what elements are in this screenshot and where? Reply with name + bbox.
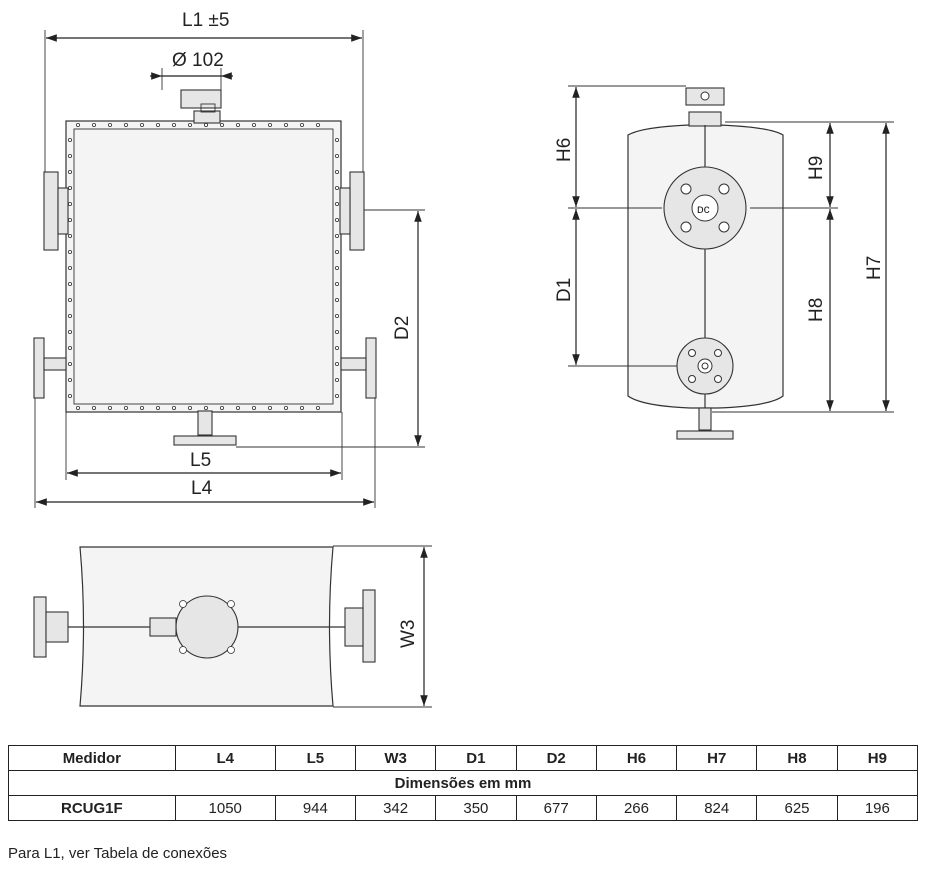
table-cell: 944 — [274, 795, 356, 821]
h7-label: H7 — [864, 256, 885, 280]
top-left-flange — [33, 596, 47, 658]
d2-label: D2 — [392, 316, 413, 340]
table-header-cell: D2 — [515, 745, 597, 771]
front-view: L1 ±5 Ø 102 L5 L4 D2 — [33, 10, 425, 508]
h9-label: H9 — [806, 156, 827, 180]
d1-label: D1 — [554, 278, 575, 302]
side-bottom-flange — [676, 430, 734, 440]
table-header-cell: H6 — [595, 745, 678, 771]
h8-label: H8 — [806, 298, 827, 322]
table-header-cell: H8 — [756, 745, 838, 771]
right-upper-flange — [349, 171, 365, 251]
footnote: Para L1, ver Tabela de conexões — [8, 845, 228, 862]
h6-label: H6 — [554, 138, 575, 162]
table-subheader-row: Dimensões em mm — [8, 770, 918, 796]
table-subheader: Dimensões em mm — [8, 770, 918, 796]
w3-label: W3 — [398, 620, 419, 649]
table-cell: 196 — [836, 795, 919, 821]
front-body — [65, 120, 342, 413]
table-header-cell: W3 — [354, 745, 437, 771]
table-cell: 677 — [515, 795, 597, 821]
table-cell: 625 — [756, 795, 838, 821]
right-lower-flange — [365, 337, 377, 399]
table-cell-model: RCUG1F — [8, 795, 176, 821]
table-header-cell: L5 — [274, 745, 356, 771]
table-cell: 350 — [435, 795, 517, 821]
l4-label: L4 — [191, 478, 213, 499]
table-cell: 342 — [354, 795, 437, 821]
table-cell: 1050 — [174, 795, 276, 821]
top-nozzle — [193, 110, 221, 124]
table-header-cell: H9 — [836, 745, 919, 771]
table-row: RCUG1F 1050 944 342 350 677 266 824 625 … — [8, 795, 919, 821]
l5-label: L5 — [190, 450, 211, 471]
table-header-cell: H7 — [676, 745, 758, 771]
table-header-cell: Medidor — [8, 745, 176, 771]
bottom-drain — [197, 410, 213, 436]
table-header-row: Medidor L4 L5 W3 D1 D2 H6 H7 H8 H9 — [8, 745, 919, 771]
diameter-label: Ø 102 — [172, 50, 224, 71]
bottom-flange — [173, 435, 237, 446]
dimensions-table: Medidor L4 L5 W3 D1 D2 H6 H7 H8 H9 Dimen… — [8, 745, 919, 821]
left-upper-flange — [43, 171, 59, 251]
table-header-cell: D1 — [435, 745, 517, 771]
side-view: ᴅc H6 D1 H9 H8 H7 — [554, 85, 894, 440]
table-cell: 824 — [676, 795, 758, 821]
left-lower-flange — [33, 337, 45, 399]
l1-label: L1 ±5 — [182, 10, 229, 31]
technical-drawing: L1 ±5 Ø 102 L5 L4 D2 ᴅc — [33, 10, 894, 708]
table-cell: 266 — [595, 795, 678, 821]
svg-text:ᴅc: ᴅc — [697, 202, 710, 216]
table-header-cell: L4 — [174, 745, 276, 771]
top-view: W3 — [33, 545, 432, 708]
top-right-flange — [362, 589, 376, 663]
